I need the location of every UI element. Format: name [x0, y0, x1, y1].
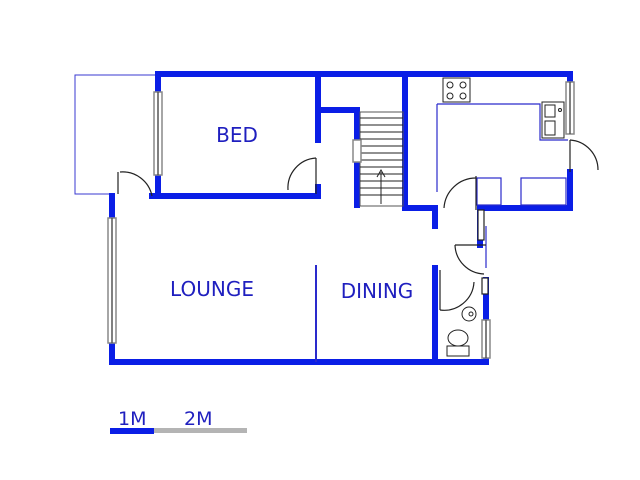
- thin-lines: [315, 103, 568, 362]
- room-label-bed: BED: [216, 123, 258, 147]
- sink-icon: [541, 101, 565, 139]
- doors: [117, 139, 599, 311]
- stairs: [359, 111, 404, 207]
- room-label-lounge: LOUNGE: [170, 277, 254, 301]
- scale-bar: 1M 2M: [110, 408, 247, 434]
- scale-label-1m: 1M: [118, 408, 146, 430]
- room-label-dining: DINING: [341, 279, 414, 303]
- scale-label-2m: 2M: [184, 408, 212, 430]
- stove-icon: [442, 77, 471, 103]
- toilet-icon: [446, 329, 470, 357]
- patio-outline: [74, 74, 158, 195]
- basin-icon: [461, 306, 477, 322]
- walls: [109, 71, 573, 365]
- windows: [107, 81, 575, 359]
